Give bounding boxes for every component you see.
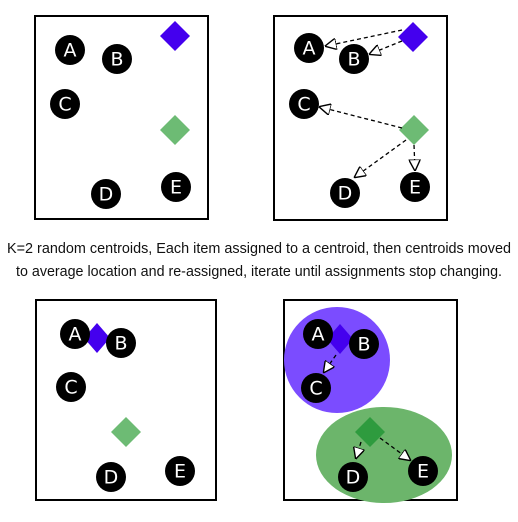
- assignment-arrows: [320, 29, 415, 177]
- node-label: D: [338, 183, 353, 205]
- node-label: C: [297, 94, 310, 116]
- node-c: C: [56, 372, 86, 402]
- node-label: E: [170, 177, 182, 199]
- centroid-blue: [84, 323, 110, 353]
- node-label: C: [309, 378, 322, 400]
- node-label: C: [64, 377, 77, 399]
- arrow-to-b: [370, 40, 403, 54]
- node-d: D: [338, 462, 368, 492]
- centroid-green: [111, 417, 141, 447]
- arrow-to-e: [379, 437, 410, 460]
- arrow-to-d: [355, 139, 407, 177]
- arrow-to-c: [320, 107, 403, 129]
- centroid-blue: [327, 324, 353, 354]
- node-a: A: [294, 33, 324, 63]
- node-a: A: [55, 35, 85, 65]
- node-label: D: [99, 184, 114, 206]
- node-c: C: [301, 373, 331, 403]
- node-label: C: [58, 94, 71, 116]
- centroid-blue: [398, 22, 428, 52]
- node-label: B: [347, 49, 360, 71]
- arrow-to-a: [326, 29, 403, 46]
- node-c: C: [50, 89, 80, 119]
- node-e: E: [161, 172, 191, 202]
- node-label: D: [104, 467, 119, 489]
- cluster-green: [316, 407, 452, 503]
- centroid-green: [160, 115, 190, 145]
- node-label: A: [303, 38, 316, 60]
- panel-moved-centroids: A B C D E: [35, 299, 217, 501]
- panel-initial: A B C D E: [34, 15, 209, 220]
- caption-line-2: to average location and re-assigned, ite…: [16, 263, 502, 280]
- centroid-blue: [160, 21, 190, 51]
- node-label: A: [69, 324, 82, 346]
- node-e: E: [408, 456, 438, 486]
- node-b: B: [339, 44, 369, 74]
- node-e: E: [165, 456, 195, 486]
- node-b: B: [349, 329, 379, 359]
- caption: K=2 random centroids, Each item assigned…: [7, 240, 511, 280]
- node-label: B: [110, 49, 123, 71]
- caption-line-1: K=2 random centroids, Each item assigned…: [7, 240, 511, 257]
- centroid-green-dark: [355, 417, 385, 447]
- node-a: A: [303, 319, 333, 349]
- arrow-to-c: [324, 354, 337, 372]
- node-label: A: [64, 40, 77, 62]
- panel-frame: [273, 15, 448, 221]
- node-d: D: [96, 462, 126, 492]
- node-c: C: [289, 89, 319, 119]
- node-b: B: [106, 328, 136, 358]
- arrow-to-e: [414, 144, 415, 170]
- node-label: B: [357, 334, 370, 356]
- node-e: E: [400, 172, 430, 202]
- node-d: D: [91, 179, 121, 209]
- node-a: A: [60, 319, 90, 349]
- node-d: D: [330, 178, 360, 208]
- panel-frame: [34, 15, 209, 220]
- assignment-arrows: [324, 354, 410, 460]
- panel-final-clusters: A B C D E: [283, 299, 458, 503]
- centroid-green: [399, 115, 429, 145]
- cluster-blue: [284, 307, 390, 413]
- panel-frame: [35, 299, 217, 501]
- node-label: E: [409, 177, 421, 199]
- node-b: B: [102, 44, 132, 74]
- node-label: D: [346, 467, 361, 489]
- node-label: E: [174, 461, 186, 483]
- node-label: A: [312, 324, 325, 346]
- arrow-to-d: [356, 441, 361, 458]
- panel-assignment: A B C D E: [273, 15, 448, 221]
- node-label: E: [417, 461, 429, 483]
- node-label: B: [114, 333, 127, 355]
